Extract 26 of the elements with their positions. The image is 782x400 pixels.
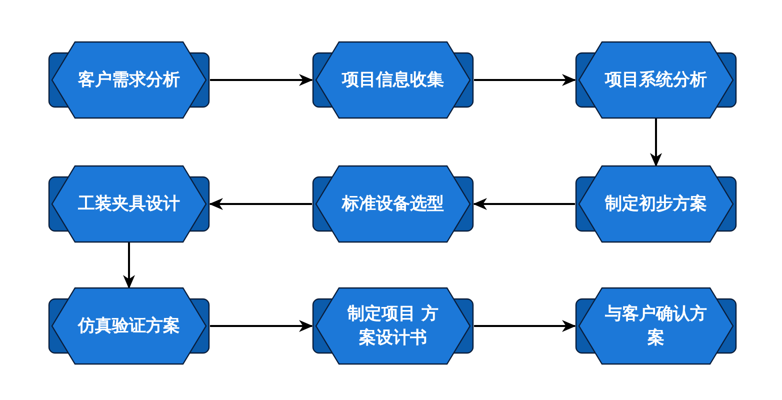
arrow bbox=[210, 74, 313, 86]
box-label: 项目信息收集 bbox=[342, 69, 444, 92]
box-label: 客户需求分析 bbox=[78, 69, 180, 92]
arrow bbox=[123, 242, 135, 289]
arrow bbox=[650, 118, 662, 167]
hexagon-box bbox=[575, 287, 737, 365]
hexagon-box bbox=[48, 165, 210, 243]
hexagon-box bbox=[48, 41, 210, 119]
box-label: 仿真验证方案 bbox=[78, 315, 180, 338]
arrow bbox=[473, 198, 575, 210]
hexagon-box bbox=[312, 41, 474, 119]
box-label: 工装夹具设计 bbox=[78, 193, 180, 216]
box-label: 制定初步方案 bbox=[605, 193, 707, 216]
arrow bbox=[474, 74, 576, 86]
hexagon-box bbox=[575, 165, 737, 243]
arrow bbox=[210, 320, 313, 332]
box-label: 标准设备选型 bbox=[342, 193, 444, 216]
box-label: 制定项目 方案设计书 bbox=[346, 303, 440, 350]
hexagon-box bbox=[48, 287, 210, 365]
arrow bbox=[209, 198, 312, 210]
box-label: 项目系统分析 bbox=[605, 69, 707, 92]
hexagon-box bbox=[312, 165, 474, 243]
hexagon-box bbox=[575, 41, 737, 119]
arrow bbox=[474, 320, 576, 332]
hexagon-box bbox=[312, 287, 474, 365]
box-label: 与客户确认方案 bbox=[605, 303, 707, 350]
